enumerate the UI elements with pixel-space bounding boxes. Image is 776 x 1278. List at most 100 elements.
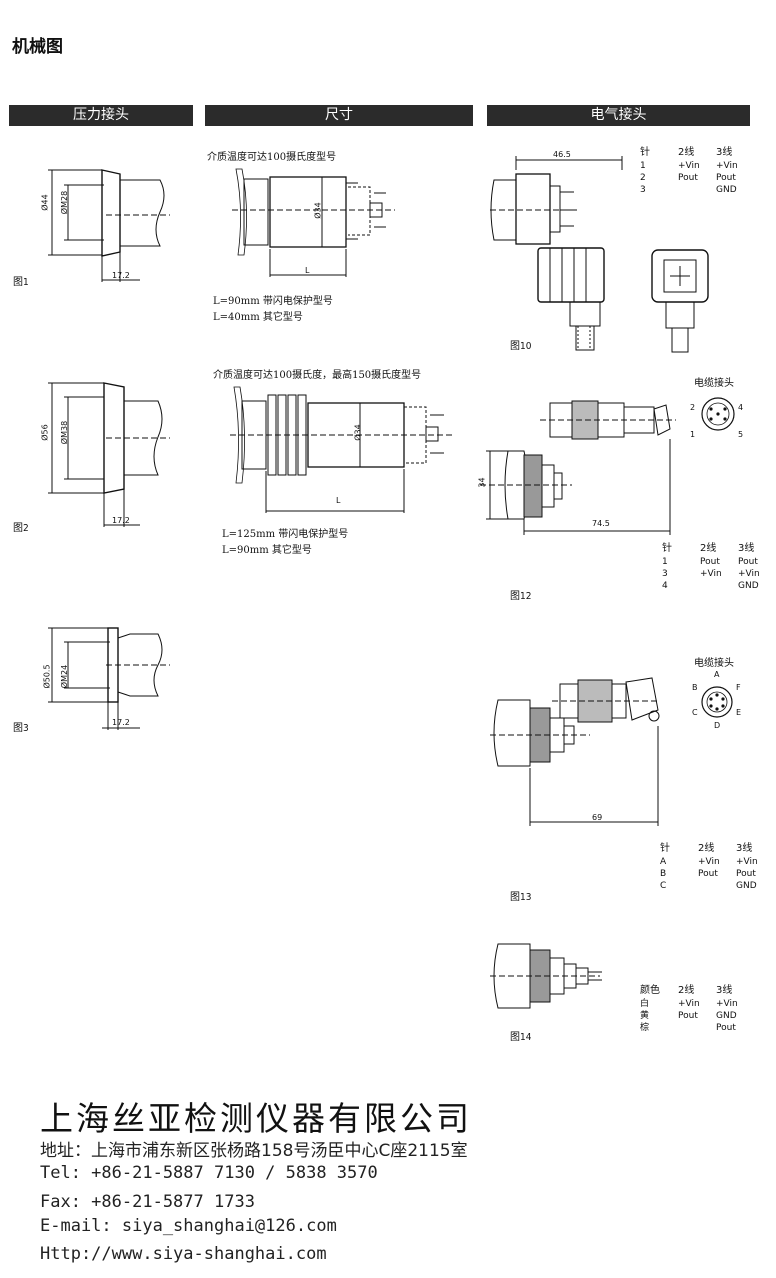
table-cell: GND	[716, 1011, 737, 1021]
table-cell: +Vin	[736, 857, 758, 867]
table-cell: +Vin	[678, 161, 700, 171]
table-cell: +Vin	[700, 569, 722, 579]
cable-label-12: 电缆接头	[694, 378, 734, 389]
table-cell: Pout	[736, 869, 756, 879]
table-cell: 棕	[640, 1023, 650, 1033]
table-header: 针	[662, 543, 672, 554]
pin-label: F	[736, 683, 741, 692]
table-cell	[698, 880, 736, 892]
pin-label: D	[714, 721, 721, 730]
table-header: 2线	[678, 147, 695, 158]
fig14-drawing	[490, 943, 602, 1009]
fig2-drawing	[48, 382, 170, 527]
company-email[interactable]: E-mail: siya_shanghai@126.com	[40, 1216, 337, 1236]
cable-label-13: 电缆接头	[694, 658, 734, 669]
table-header: 针	[660, 843, 670, 854]
fig12-width-dim: 74.5	[592, 519, 610, 528]
pin-label: B	[692, 683, 698, 692]
table-cell: 2	[640, 173, 646, 183]
company-fax: Fax: +86-21-5877 1733	[40, 1192, 255, 1212]
table-cell: GND	[716, 185, 737, 195]
fig2-outer-dim: Ø56	[40, 424, 50, 441]
fig10-width-dim: 46.5	[553, 150, 571, 159]
pin-label: A	[714, 670, 720, 679]
company-tel: Tel: +86-21-5887 7130 / 5838 3570	[40, 1163, 378, 1183]
fig1-length-dim: 17.2	[112, 271, 130, 280]
header-electrical: 电气接头	[487, 105, 750, 126]
table-cell: +Vin	[716, 161, 738, 171]
table-cell: Pout	[738, 557, 758, 567]
table-cell: Pout	[678, 173, 698, 183]
fig3-outer-dim: Ø50.5	[42, 664, 52, 689]
fig3-label: 图3	[13, 723, 29, 734]
size-note2-line2: L=90mm 其它型号	[222, 545, 312, 556]
table-cell: +Vin	[738, 569, 760, 579]
pin-label: C	[692, 708, 698, 717]
size1-drawing	[232, 168, 395, 277]
size2-drawing	[230, 386, 452, 513]
table-header: 3线	[716, 147, 733, 158]
page-title: 机械图	[12, 37, 63, 57]
pin-label: 5	[738, 430, 744, 439]
table-cell: +Vin	[678, 999, 700, 1009]
size1-len-dim: L	[305, 266, 310, 275]
fig12-connector-face	[701, 397, 735, 431]
table-cell: 4	[662, 581, 668, 591]
fig12-height-dim: 34	[477, 477, 487, 488]
fig13-width-dim: 69	[592, 813, 603, 822]
size-note1-line2: L=40mm 其它型号	[213, 312, 303, 323]
table-header: 3线	[716, 985, 733, 996]
fig1-drawing	[48, 169, 170, 282]
pin-label: 2	[690, 403, 696, 412]
table-cell: Pout	[678, 1011, 698, 1021]
size2-dia-dim: Ø34	[353, 424, 363, 441]
table-cell: +Vin	[698, 857, 720, 867]
pin-label: 1	[690, 430, 696, 439]
fig1-inner-dim: ØM28	[60, 190, 70, 215]
fig3-drawing	[48, 627, 170, 730]
fig1-outer-dim: Ø44	[40, 194, 50, 211]
table-cell: 黄	[640, 1011, 650, 1021]
size1-dia-dim: Ø34	[313, 202, 323, 219]
size-note2-title: 介质温度可达100摄氏度，最高150摄氏度型号	[213, 370, 422, 381]
pin-label: 4	[738, 403, 744, 412]
table-header: 2线	[700, 543, 717, 554]
fig2-length-dim: 17.2	[112, 516, 130, 525]
fig3-inner-dim: ØM24	[60, 664, 70, 689]
size-note1-line1: L=90mm 带闪电保护型号	[213, 296, 333, 307]
table-cell: Pout	[698, 869, 718, 879]
table-cell: Pout	[700, 557, 720, 567]
company-name: 上海丝亚检测仪器有限公司	[40, 1099, 472, 1138]
table-cell: Pout	[716, 173, 736, 183]
table-cell: 3	[662, 569, 668, 579]
company-address: 地址：上海市浦东新区张杨路158号汤臣中心C座2115室	[40, 1141, 468, 1161]
table-cell: +Vin	[716, 999, 738, 1009]
company-website[interactable]: Http://www.siya-shanghai.com	[40, 1244, 327, 1264]
table-cell: GND	[736, 881, 757, 891]
table-cell	[678, 1022, 716, 1034]
table-header: 2线	[678, 985, 695, 996]
header-pressure: 压力接头	[9, 105, 193, 126]
size2-len-dim: L	[336, 496, 341, 505]
table-header: 2线	[698, 843, 715, 854]
table-cell: Pout	[716, 1023, 736, 1033]
fig3-length-dim: 17.2	[112, 718, 130, 727]
size-note1-title: 介质温度可达100摄氏度型号	[207, 152, 337, 163]
fig2-label: 图2	[13, 523, 29, 534]
table-cell: B	[660, 869, 667, 879]
table-cell: C	[660, 881, 667, 891]
table-header: 针	[640, 147, 650, 158]
fig12-drawing	[480, 400, 676, 535]
table-fig10: 针 2线 3线 1 +Vin +Vin 2 Pout Pout 3 GND	[640, 146, 754, 196]
fig13-drawing	[490, 677, 660, 826]
fig10-label: 图10	[510, 341, 532, 352]
table-header: 3线	[736, 843, 753, 854]
table-cell: 白	[640, 999, 650, 1009]
fig13-connector-face	[701, 686, 733, 718]
table-cell: 3	[640, 185, 646, 195]
table-cell: 1	[640, 161, 646, 171]
table-cell: 1	[662, 557, 668, 567]
